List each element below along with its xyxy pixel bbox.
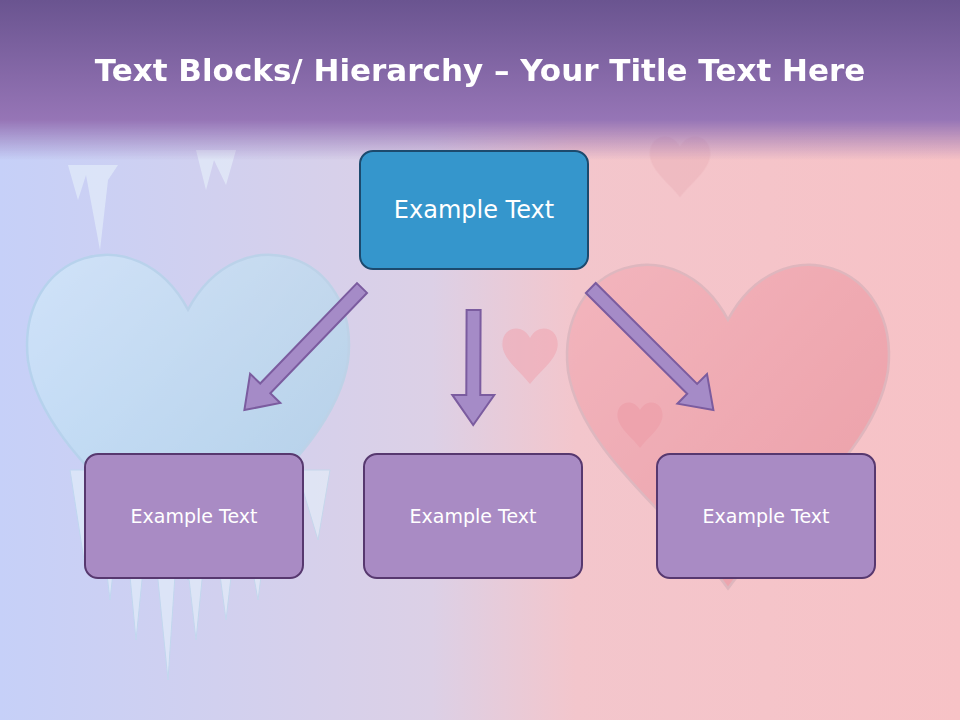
block-arrow — [244, 283, 367, 410]
root-box: Example Text — [359, 150, 589, 270]
title-band — [0, 0, 960, 160]
box-text: Example Text — [394, 196, 554, 224]
child-box: Example Text — [84, 453, 304, 579]
block-arrow — [452, 310, 494, 425]
child-box: Example Text — [656, 453, 876, 579]
child-box: Example Text — [363, 453, 583, 579]
text-stack: Example Text — [703, 505, 830, 527]
slide-title: Text Blocks/ Hierarchy – Your Title Text… — [0, 52, 960, 88]
box-text: Example Text — [410, 505, 537, 527]
text-stack: Example Text — [410, 505, 537, 527]
text-stack: Example Text — [131, 505, 258, 527]
text-stack: Example Text — [394, 196, 554, 224]
box-text: Example Text — [131, 505, 258, 527]
ice-heart — [27, 150, 349, 680]
block-arrow — [586, 283, 714, 410]
box-text: Example Text — [703, 505, 830, 527]
